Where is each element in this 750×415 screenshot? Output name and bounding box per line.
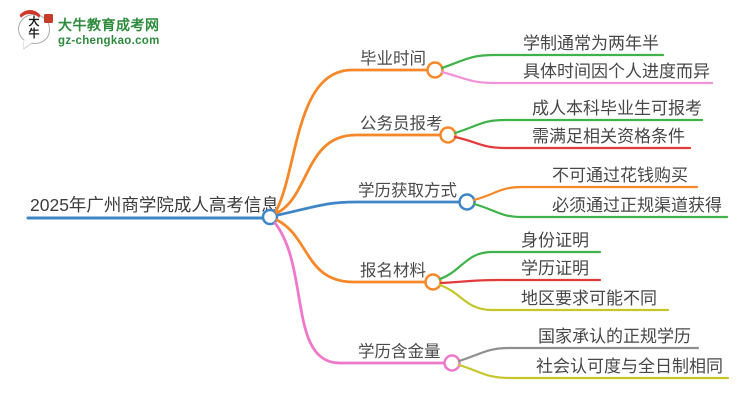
- branch-3-child-1-label: 不可通过花钱购买: [552, 166, 688, 185]
- branch-4-child-2-line: [439, 278, 602, 285]
- logo-text-block: 大牛教育成考网 gz-chengkao.com: [58, 14, 160, 48]
- branch-1-child-1-line: [440, 53, 665, 70]
- branch-2-child-2-label: 需满足相关资格条件: [532, 127, 685, 146]
- central-node-circle: [261, 208, 279, 226]
- branch-5-child-1-label: 国家承认的正规学历: [538, 327, 691, 346]
- branch-2-child-2-line: [453, 135, 692, 150]
- branch-1-label: 毕业时间: [360, 49, 426, 68]
- branch-5-node-circle: [443, 354, 461, 372]
- branch-1-child-1-label: 学制通常为两年半: [523, 34, 659, 53]
- branch-2-child-1-line: [453, 118, 704, 135]
- branch-5-child-2-line: [457, 363, 730, 380]
- branch-4-child-3-label: 地区要求可能不同: [521, 289, 657, 308]
- branch-5-child-1-line: [457, 346, 700, 363]
- branch-2-node-circle: [439, 126, 457, 144]
- branch-2-label: 公务员报考: [360, 114, 443, 133]
- logo-site-url: gz-chengkao.com: [58, 35, 160, 47]
- logo-red-seal-icon: [44, 14, 53, 23]
- branch-4-child-1-label: 身份证明: [521, 231, 589, 250]
- branch-3-child-2-label: 必须通过正规渠道获得: [552, 196, 722, 215]
- branch-1-line: [274, 68, 430, 213]
- branch-4-child-3-line: [438, 283, 670, 312]
- branch-5-label: 学历含金量: [358, 342, 441, 361]
- branch-5-line: [273, 221, 447, 365]
- branch-4-child-1-line: [438, 250, 602, 281]
- branch-5-child-2-label: 社会认可度与全日制相同: [536, 357, 723, 376]
- branch-3-child-2-line: [472, 202, 729, 219]
- branch-3-line: [276, 200, 462, 217]
- logo-red-arc-icon: [17, 10, 43, 23]
- logo-speech-bubble-icon: 大牛: [17, 10, 53, 44]
- branch-4-line: [275, 218, 428, 284]
- branch-3-node-circle: [458, 193, 476, 211]
- branch-4-child-2-label: 学历证明: [521, 259, 589, 278]
- branch-2-line: [275, 133, 443, 215]
- branch-1-node-circle: [426, 61, 444, 79]
- branch-1-child-2-label: 具体时间因个人进度而异: [523, 62, 710, 81]
- branch-1-child-2-line: [440, 70, 714, 85]
- central-node-title: 2025年广州商学院成人高考信息: [30, 195, 279, 215]
- logo-site-name: 大牛教育成考网: [58, 17, 160, 33]
- branch-2-child-1-label: 成人本科毕业生可报考: [532, 99, 702, 118]
- site-logo: 大牛 大牛教育成考网 gz-chengkao.com: [17, 10, 160, 48]
- branch-3-label: 学历获取方式: [358, 181, 457, 200]
- branch-3-child-1-line: [472, 185, 699, 202]
- branch-4-label: 报名材料: [360, 261, 426, 280]
- branch-4-node-circle: [424, 273, 442, 291]
